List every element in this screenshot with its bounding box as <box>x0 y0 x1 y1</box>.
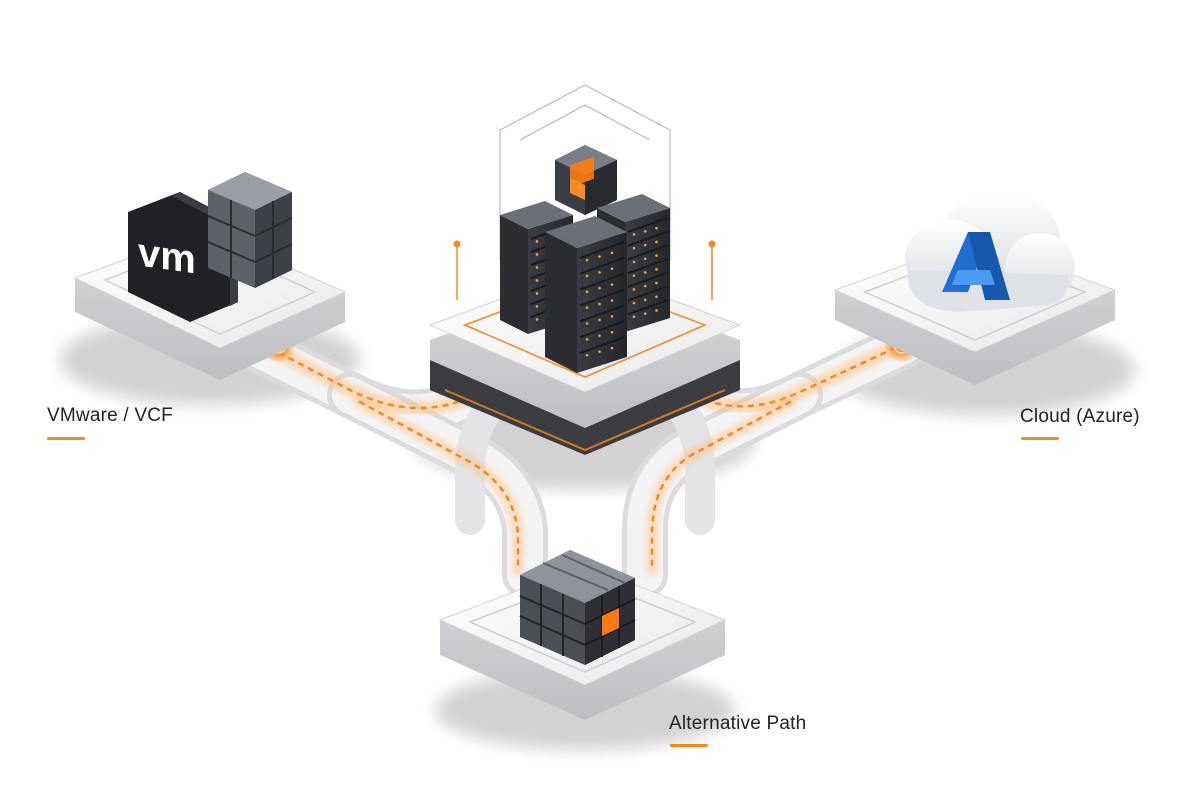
azure-logo-icon <box>942 232 1010 300</box>
server-rack-icon <box>500 194 670 373</box>
hub-platform <box>428 84 742 455</box>
server-rack <box>545 216 627 373</box>
rubik-cube-icon <box>519 550 636 665</box>
alternative-path-label-underline <box>670 744 708 747</box>
vmware-label: VMware / VCF <box>47 405 173 426</box>
alternative-platform <box>438 550 727 720</box>
cloud-label-underline <box>1021 437 1059 440</box>
cloud-platform <box>833 192 1117 385</box>
glowing-cube-icon <box>555 145 617 215</box>
alternative-path-label: Alternative Path <box>669 713 807 734</box>
cloud-label: Cloud (Azure) <box>1020 406 1140 427</box>
sensor-pins <box>453 240 716 300</box>
vmware-platform: vm <box>73 172 347 380</box>
vmware-label-underline <box>47 437 85 440</box>
cube-stack-icon <box>207 172 293 288</box>
vmware-logo-text: vm <box>138 230 196 283</box>
